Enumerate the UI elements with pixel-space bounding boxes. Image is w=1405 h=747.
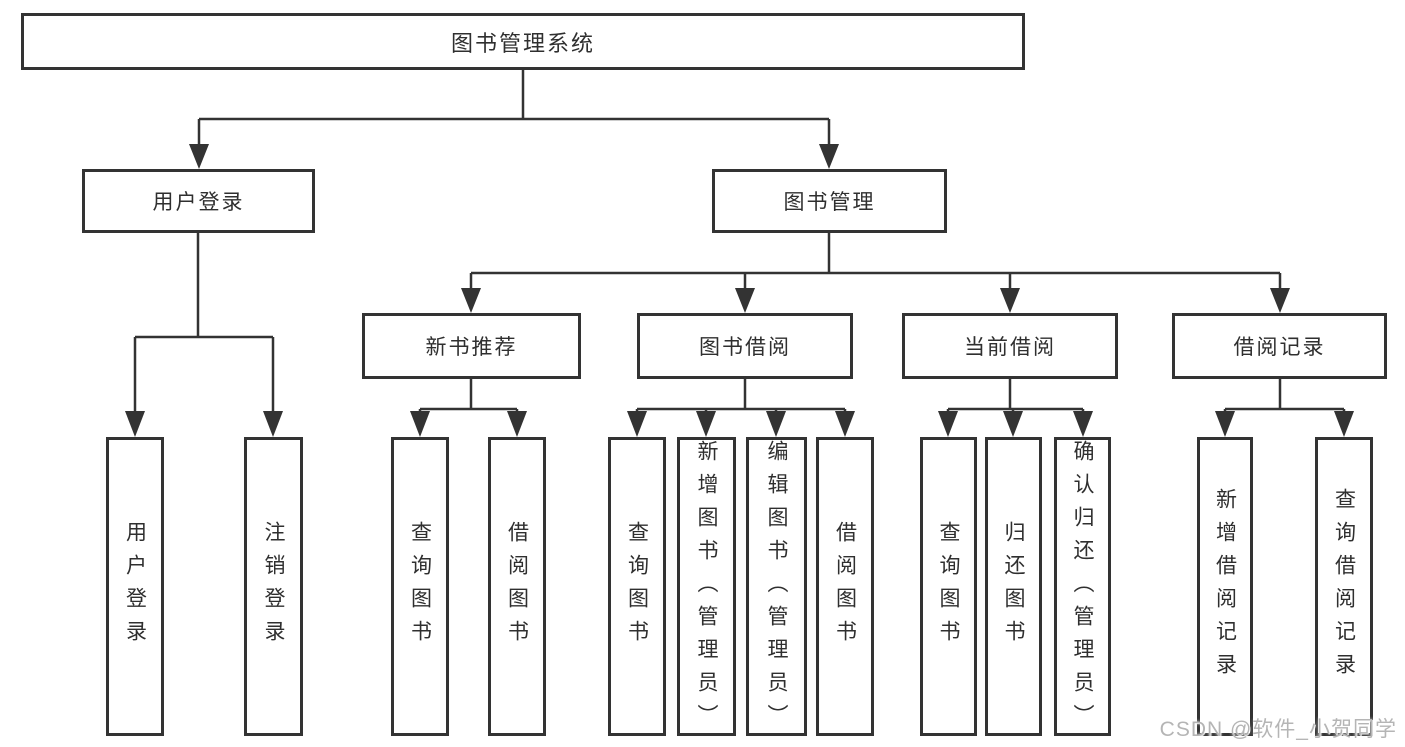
- arrowhead-cb-confirm-return: [1073, 411, 1093, 437]
- node-leaf-user-login: 用户登录: [106, 437, 164, 736]
- node-cb-query-books: 查询图书: [920, 437, 977, 736]
- node-book-borrowing: 图书借阅: [637, 313, 853, 379]
- node-book-management: 图书管理: [712, 169, 947, 233]
- arrowhead-bb-add-books: [696, 411, 716, 437]
- node-bb-borrow-books: 借阅图书: [816, 437, 874, 736]
- node-bb-edit-books-admin: 编辑图书（管理员）: [746, 437, 807, 737]
- node-nb-borrow-books: 借阅图书: [488, 437, 546, 736]
- watermark: CSDN @软件_小贺同学: [1159, 718, 1397, 741]
- node-br-query-record: 查询借阅记录: [1315, 437, 1373, 736]
- arrowhead-leaf-logout: [263, 411, 283, 437]
- node-current-borrowing: 当前借阅: [902, 313, 1118, 379]
- arrowhead-bb-borrow-books: [835, 411, 855, 437]
- node-new-book-recommend: 新书推荐: [362, 313, 581, 379]
- arrowhead-bb-edit-books: [766, 411, 786, 437]
- arrowhead-br-add-record: [1215, 411, 1235, 437]
- connector-book-borrowing-children: [635, 379, 847, 412]
- node-leaf-logout: 注销登录: [244, 437, 303, 736]
- node-user-login: 用户登录: [82, 169, 315, 233]
- connector-user-login-children: [133, 233, 275, 412]
- node-br-add-record: 新增借阅记录: [1197, 437, 1253, 736]
- node-borrowing-records: 借阅记录: [1172, 313, 1387, 379]
- node-cb-confirm-return-admin: 确认归还（管理员）: [1054, 437, 1111, 737]
- connector-book-management-children: [469, 233, 1282, 289]
- arrowhead-nb-query-books: [410, 411, 430, 437]
- arrowhead-borrowing-records: [1270, 288, 1290, 313]
- arrowhead-leaf-user-login: [125, 411, 145, 437]
- arrowhead-cb-query-books: [938, 411, 958, 437]
- node-bb-add-books-admin: 新增图书（管理员）: [677, 437, 736, 737]
- arrowhead-book-borrowing: [735, 288, 755, 313]
- node-cb-return-books: 归还图书: [985, 437, 1042, 736]
- node-bb-query-books: 查询图书: [608, 437, 666, 736]
- arrowhead-current-borrowing: [1000, 288, 1020, 313]
- arrowhead-cb-return-books: [1003, 411, 1023, 437]
- connector-borrowing-records-children: [1223, 379, 1346, 412]
- arrowhead-br-query-record: [1334, 411, 1354, 437]
- connector-new-book-children: [418, 379, 519, 412]
- arrowhead-new-book-recommend: [461, 288, 481, 313]
- connector-root-to-level2: [197, 70, 831, 145]
- node-nb-query-books: 查询图书: [391, 437, 449, 736]
- connector-current-borrowing-children: [946, 379, 1085, 412]
- node-library-management-system: 图书管理系统: [21, 13, 1025, 70]
- arrowhead-bb-query-books: [627, 411, 647, 437]
- arrowhead-nb-borrow-books: [507, 411, 527, 437]
- arrowhead-book-management: [819, 144, 839, 169]
- arrowhead-user-login: [189, 144, 209, 169]
